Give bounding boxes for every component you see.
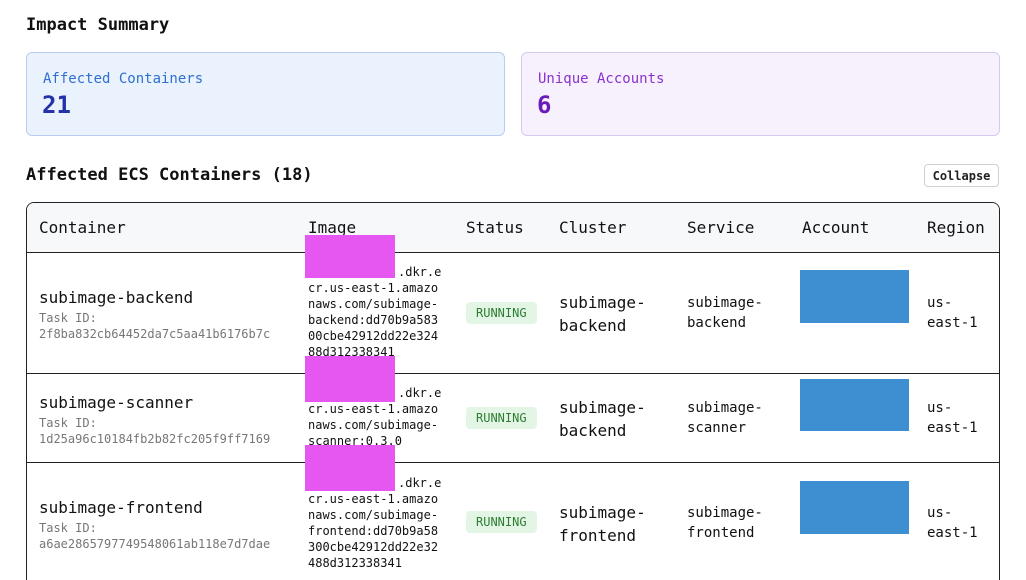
redacted-image-registry: [305, 445, 395, 491]
region-line: us-: [927, 505, 953, 521]
container-name[interactable]: subimage-backend: [39, 288, 194, 307]
cluster-line: backend: [559, 421, 627, 440]
cluster-name[interactable]: subimage- backend: [559, 396, 646, 442]
table-header: Container Image Status Cluster Service A…: [27, 203, 999, 253]
image-line: .dkr.e: [398, 265, 442, 279]
container-name[interactable]: subimage-frontend: [39, 498, 203, 517]
redacted-image-registry: [305, 356, 395, 402]
cluster-line: subimage-: [559, 293, 646, 312]
table-row[interactable]: subimage-backend Task ID: 2f8ba832cb6445…: [27, 235, 999, 374]
column-header-image[interactable]: Image: [308, 218, 357, 237]
service-name[interactable]: subimage- frontend: [687, 503, 763, 543]
image-line: frontend:dd70b9a58: [308, 524, 439, 538]
image-line: naws.com/subimage-: [308, 418, 439, 432]
collapse-button[interactable]: Collapse: [924, 164, 999, 187]
cluster-line: backend: [559, 316, 627, 335]
image-line: cr.us-east-1.amazo: [308, 281, 439, 295]
image-line: 488d312338341: [308, 556, 402, 570]
image-uri: .dkr.e cr.us-east-1.amazo naws.com/subim…: [308, 475, 448, 571]
status-badge: RUNNING: [466, 511, 537, 533]
image-line: .dkr.e: [398, 476, 442, 490]
image-line: naws.com/subimage-: [308, 508, 439, 522]
redacted-image-registry: [305, 235, 395, 278]
task-id-label: Task ID:: [39, 416, 97, 430]
ecs-containers-title: Affected ECS Containers (18): [26, 165, 313, 185]
region-line: east-1: [927, 315, 978, 331]
ecs-containers-table: Container Image Status Cluster Service A…: [26, 202, 1000, 580]
table-row[interactable]: subimage-scanner Task ID: 1d25a96c10184f…: [27, 356, 999, 463]
image-line: 300cbe42912dd22e32: [308, 540, 439, 554]
region-line: east-1: [927, 420, 978, 436]
service-line: subimage-: [687, 400, 763, 416]
image-uri: .dkr.e cr.us-east-1.amazo naws.com/subim…: [308, 385, 448, 449]
column-header-cluster[interactable]: Cluster: [559, 218, 627, 237]
region-name: us- east-1: [927, 503, 978, 543]
cluster-line: frontend: [559, 526, 637, 545]
task-id-value: 2f8ba832cb64452da7c5aa41b6176b7c: [39, 327, 271, 341]
cluster-name[interactable]: subimage- frontend: [559, 501, 646, 547]
service-line: subimage-: [687, 295, 763, 311]
image-line: cr.us-east-1.amazo: [308, 492, 439, 506]
region-name: us- east-1: [927, 293, 978, 333]
impact-summary-title: Impact Summary: [26, 15, 170, 35]
column-header-account[interactable]: Account: [802, 218, 870, 237]
column-header-container[interactable]: Container: [39, 218, 126, 237]
redacted-account-id: [800, 481, 909, 534]
cluster-line: subimage-: [559, 398, 646, 417]
region-line: us-: [927, 400, 953, 416]
redacted-account-id: [800, 270, 909, 323]
image-uri: .dkr.e cr.us-east-1.amazo naws.com/subim…: [308, 264, 448, 360]
image-line: 88d312338341: [308, 345, 395, 359]
service-line: backend: [687, 315, 747, 331]
cluster-line: subimage-: [559, 503, 646, 522]
unique-accounts-card: Unique Accounts 6: [521, 52, 1000, 136]
image-line: cr.us-east-1.amazo: [308, 402, 439, 416]
table-row[interactable]: subimage-frontend Task ID: a6ae286579774…: [27, 445, 999, 580]
column-header-service[interactable]: Service: [687, 218, 755, 237]
service-line: subimage-: [687, 505, 763, 521]
service-name[interactable]: subimage- backend: [687, 293, 763, 333]
container-name[interactable]: subimage-scanner: [39, 393, 194, 412]
column-header-status[interactable]: Status: [466, 218, 524, 237]
task-id-label: Task ID:: [39, 521, 97, 535]
affected-containers-label: Affected Containers: [43, 71, 204, 87]
task-id-value: a6ae2865797749548061ab118e7d7dae: [39, 537, 271, 551]
status-badge: RUNNING: [466, 407, 537, 429]
image-line: backend:dd70b9a583: [308, 313, 439, 327]
service-line: frontend: [687, 525, 755, 541]
image-line: 00cbe42912dd22e324: [308, 329, 439, 343]
unique-accounts-label: Unique Accounts: [538, 71, 665, 87]
status-badge: RUNNING: [466, 302, 537, 324]
column-header-region[interactable]: Region: [927, 218, 985, 237]
service-line: scanner: [687, 420, 747, 436]
region-line: us-: [927, 295, 953, 311]
redacted-account-id: [800, 379, 909, 431]
region-name: us- east-1: [927, 398, 978, 438]
service-name[interactable]: subimage- scanner: [687, 398, 763, 438]
region-line: east-1: [927, 525, 978, 541]
cluster-name[interactable]: subimage- backend: [559, 291, 646, 337]
image-line: naws.com/subimage-: [308, 297, 439, 311]
task-id-value: 1d25a96c10184fb2b82fc205f9ff7169: [39, 432, 271, 446]
affected-containers-card: Affected Containers 21: [26, 52, 505, 136]
image-line: .dkr.e: [398, 386, 442, 400]
task-id-label: Task ID:: [39, 311, 97, 325]
image-line: scanner:0.3.0: [308, 434, 402, 448]
affected-containers-value: 21: [42, 91, 71, 119]
unique-accounts-value: 6: [537, 91, 552, 119]
